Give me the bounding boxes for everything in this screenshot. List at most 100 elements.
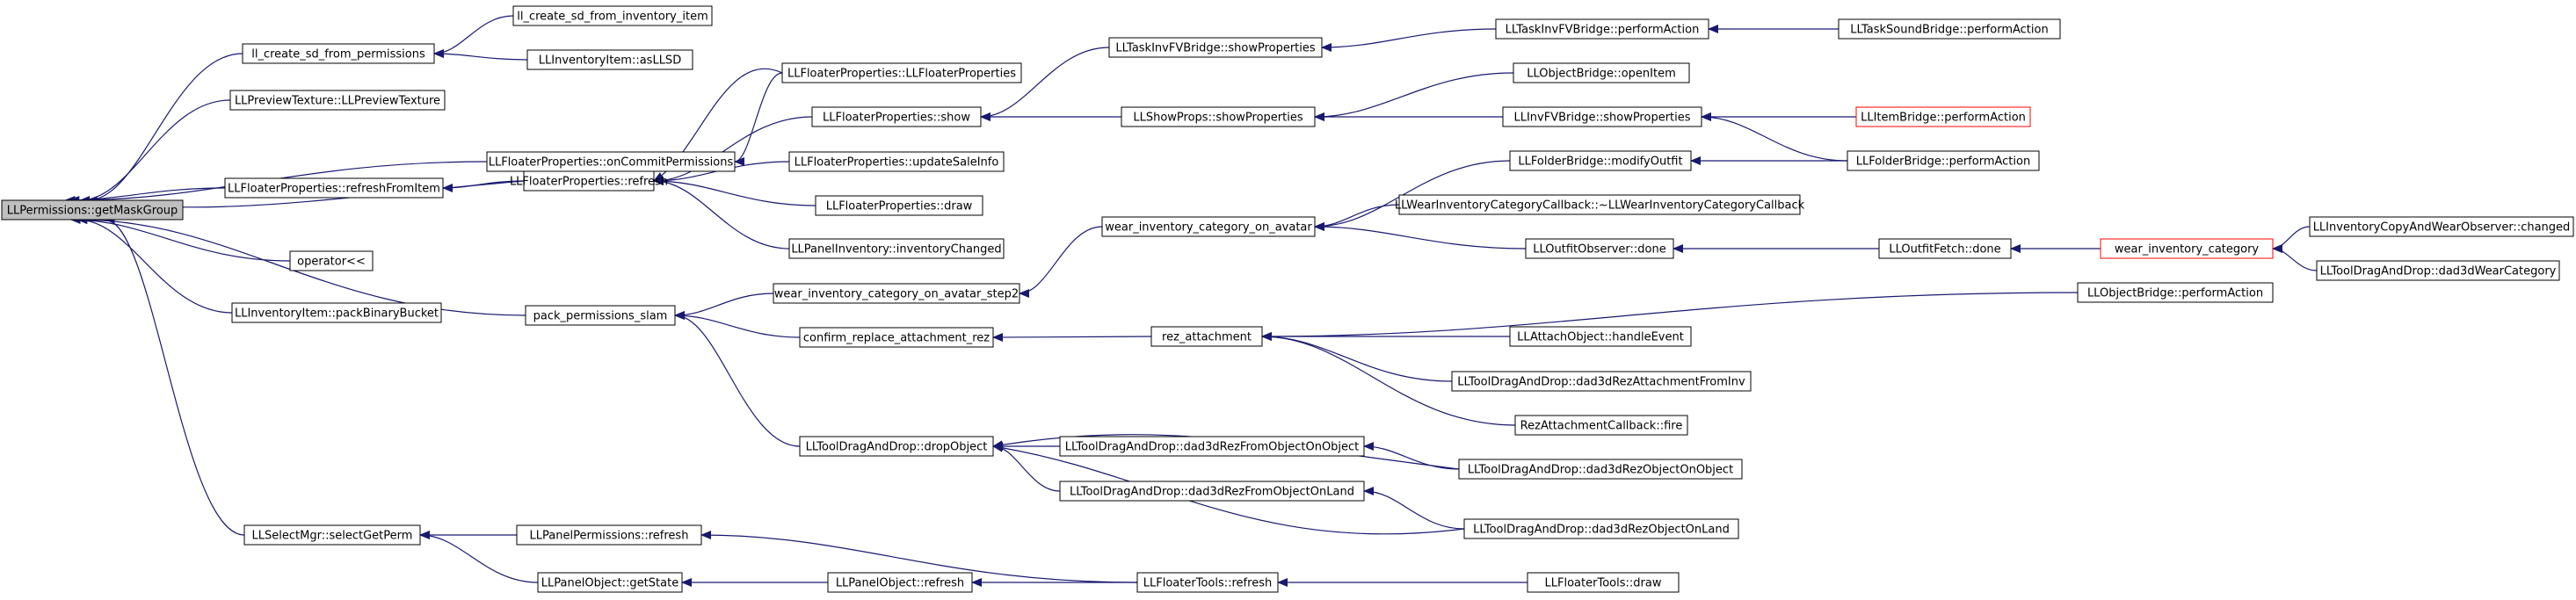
node-box (1514, 415, 1688, 436)
node-label: LLTaskSoundBridge::performAction (1850, 24, 2048, 37)
node-tdd-dropObject[interactable]: LLToolDragAndDrop::dropObject (799, 436, 994, 457)
node-outfit-observer-done[interactable]: LLOutfitObserver::done (1525, 238, 1674, 259)
node-label: LLToolDragAndDrop::dad3dRezFromObjectOnO… (1065, 441, 1360, 454)
node-panel-perm-refresh[interactable]: LLPanelPermissions::refresh (516, 524, 702, 546)
node-label: operator<< (297, 256, 366, 269)
node-folder-bridge-perform[interactable]: LLFolderBridge::performAction (1847, 150, 2040, 171)
node-box (1502, 106, 1702, 127)
node-wear-cat-step2[interactable]: wear_inventory_category_on_avatar_step2 (773, 283, 1020, 304)
node-tdd-rezFromObjOnLand[interactable]: LLToolDragAndDrop::dad3dRezFromObjectOnL… (1059, 481, 1365, 502)
node-box (1458, 459, 1743, 480)
edge-operator-lt-to-root (69, 215, 291, 262)
node-box (1108, 37, 1323, 58)
node-operator-lt[interactable]: operator<< (289, 250, 374, 271)
node-ll-create-sd-inv[interactable]: ll_create_sd_from_inventory_item (512, 5, 713, 26)
node-box (1101, 216, 1316, 237)
node-fp-refresh[interactable]: LLFloaterProperties::refresh (510, 170, 668, 192)
node-wear-cat-avatar[interactable]: wear_inventory_category_on_avatar (1101, 216, 1316, 237)
node-floater-tools-draw[interactable]: LLFloaterTools::draw (1527, 572, 1680, 593)
node-wear-cat-callback[interactable]: LLWearInventoryCategoryCallback::~LLWear… (1395, 194, 1805, 215)
node-box (1509, 326, 1692, 347)
node-box (2077, 282, 2274, 303)
node-inv-fv-show[interactable]: LLInvFVBridge::showProperties (1502, 106, 1702, 127)
node-panel-obj-getState[interactable]: LLPanelObject::getState (537, 572, 683, 593)
node-task-inv-show[interactable]: LLTaskInvFVBridge::showProperties (1108, 37, 1323, 58)
edge-inv-asLLSD-to-ll-create-sd-perm (433, 49, 528, 61)
node-box (289, 250, 374, 271)
node-outfit-fetch-done[interactable]: LLOutfitFetch::done (1878, 238, 2012, 259)
node-task-sound-perform[interactable]: LLTaskSoundBridge::performAction (1838, 18, 2061, 40)
node-inv-copy-wear[interactable]: LLInventoryCopyAndWearObserver::changed (2309, 216, 2574, 237)
node-rez-attachment[interactable]: rez_attachment (1150, 326, 1263, 347)
node-label: ll_create_sd_from_inventory_item (517, 11, 708, 24)
edge-obj-bridge-open-to-show-props (1314, 72, 1514, 121)
node-label: LLInventoryCopyAndWearObserver::changed (2313, 221, 2571, 235)
edge-ll-create-sd-perm-to-root (86, 53, 243, 205)
node-label: ll_create_sd_from_permissions (251, 48, 425, 61)
node-label: LLFloaterProperties::draw (826, 200, 973, 213)
node-box (242, 43, 435, 64)
node-tdd-dad3dWearCat[interactable]: LLToolDragAndDrop::dad3dWearCategory (2316, 260, 2560, 281)
node-ll-create-sd-perm[interactable]: ll_create_sd_from_permissions (242, 43, 435, 64)
node-label: LLFloaterProperties::LLFloaterProperties (787, 68, 1016, 81)
node-label: LLToolDragAndDrop::dropObject (806, 441, 988, 454)
node-box (799, 436, 994, 457)
node-fp-onCommit[interactable]: LLFloaterProperties::onCommitPermissions (486, 151, 736, 172)
edge-fp-draw-to-fp-refresh (653, 177, 816, 206)
node-confirm-replace[interactable]: confirm_replace_attachment_rez (799, 327, 994, 348)
node-box (525, 305, 676, 326)
node-box (788, 151, 1005, 172)
node-show-props[interactable]: LLShowProps::showProperties (1121, 106, 1316, 127)
edge-tdd-dropObject-to-pack-perm-slam (674, 311, 801, 447)
node-fp-draw[interactable]: LLFloaterProperties::draw (815, 195, 983, 216)
node-label: LLInvFVBridge::showProperties (1513, 112, 1690, 125)
edge-inv-copy-wear-to-wear-inv-cat (2272, 226, 2311, 253)
edge-fp-refreshFromItem-to-root (64, 187, 226, 205)
node-tdd-rezObjOnLand[interactable]: LLToolDragAndDrop::dad3dRezObjectOnLand (1463, 518, 1739, 539)
node-item-bridge-perform[interactable]: LLItemBridge::performAction (1855, 106, 2031, 127)
node-label: LLPermissions::getMaskGroup (7, 205, 178, 218)
node-task-inv-perform[interactable]: LLTaskInvFVBridge::performAction (1495, 18, 1709, 40)
node-label: LLTaskInvFVBridge::showProperties (1115, 42, 1316, 55)
node-label: LLWearInventoryCategoryCallback::~LLWear… (1395, 199, 1805, 213)
node-box (1136, 572, 1279, 593)
node-obj-bridge-open[interactable]: LLObjectBridge::openItem (1513, 62, 1690, 83)
node-fp-show[interactable]: LLFloaterProperties::show (811, 106, 982, 127)
node-folder-modify-outfit[interactable]: LLFolderBridge::modifyOutfit (1509, 150, 1692, 171)
node-inv-asLLSD[interactable]: LLInventoryItem::asLLSD (526, 49, 693, 70)
node-fp-updateSale[interactable]: LLFloaterProperties::updateSaleInfo (788, 151, 1005, 172)
node-label: LLItemBridge::performAction (1861, 112, 2026, 125)
node-tdd-rezObjOnObj[interactable]: LLToolDragAndDrop::dad3dRezObjectOnObjec… (1458, 459, 1743, 480)
node-rez-attach-cb[interactable]: RezAttachmentCallback::fire (1514, 415, 1688, 436)
edge-fp-refresh-to-fp-refreshFromItem (442, 180, 525, 192)
edge-fp-show-to-fp-refresh (653, 116, 813, 185)
node-preview-texture[interactable]: LLPreviewTexture::LLPreviewTexture (229, 90, 446, 111)
edge-task-inv-show-to-fp-show (980, 47, 1110, 121)
node-panel-obj-refresh[interactable]: LLPanelObject::refresh (827, 572, 973, 593)
edge-confirm-replace-to-pack-perm-slam (674, 311, 801, 338)
node-box (1059, 481, 1365, 502)
node-panel-inv-changed[interactable]: LLPanelInventory::inventoryChanged (788, 238, 1005, 259)
node-label: LLInventoryItem::asLLSD (539, 54, 681, 68)
node-wear-inv-cat[interactable]: wear_inventory_category (2100, 238, 2274, 259)
node-box (1495, 18, 1709, 40)
edge-ll-create-sd-inv-to-ll-create-sd-perm (433, 15, 514, 58)
node-fp-ctor[interactable]: LLFloaterProperties::LLFloaterProperties (781, 62, 1022, 83)
node-label: LLToolDragAndDrop::dad3dRezObjectOnObjec… (1468, 464, 1733, 477)
node-tdd-rezAttachFromInv[interactable]: LLToolDragAndDrop::dad3dRezAttachmentFro… (1451, 371, 1752, 392)
node-root[interactable]: LLPermissions::getMaskGroup (1, 199, 184, 220)
node-label: LLOutfitFetch::done (1889, 243, 2000, 257)
node-attach-handleEvent[interactable]: LLAttachObject::handleEvent (1509, 326, 1692, 347)
node-box (1509, 150, 1692, 171)
node-pack-perm-slam[interactable]: pack_permissions_slam (525, 305, 676, 326)
edge-panel-obj-getState-to-select-getPerm (419, 531, 539, 583)
node-obj-bridge-perform[interactable]: LLObjectBridge::performAction (2077, 282, 2274, 303)
node-label: LLSelectMgr::selectGetPerm (252, 530, 413, 543)
node-floater-tools-refresh[interactable]: LLFloaterTools::refresh (1136, 572, 1279, 593)
node-tdd-rezFromObjOnObj[interactable]: LLToolDragAndDrop::dad3dRezFromObjectOnO… (1059, 436, 1365, 457)
node-select-getPerm[interactable]: LLSelectMgr::selectGetPerm (243, 524, 421, 546)
node-inv-packBinary[interactable]: LLInventoryItem::packBinaryBucket (231, 302, 442, 323)
node-fp-refreshFromItem[interactable]: LLFloaterProperties::refreshFromItem (224, 177, 444, 199)
node-box (1150, 326, 1263, 347)
edge-tdd-rezObjOnObj-to-tdd-rezFromObjOnObj (1363, 442, 1460, 470)
